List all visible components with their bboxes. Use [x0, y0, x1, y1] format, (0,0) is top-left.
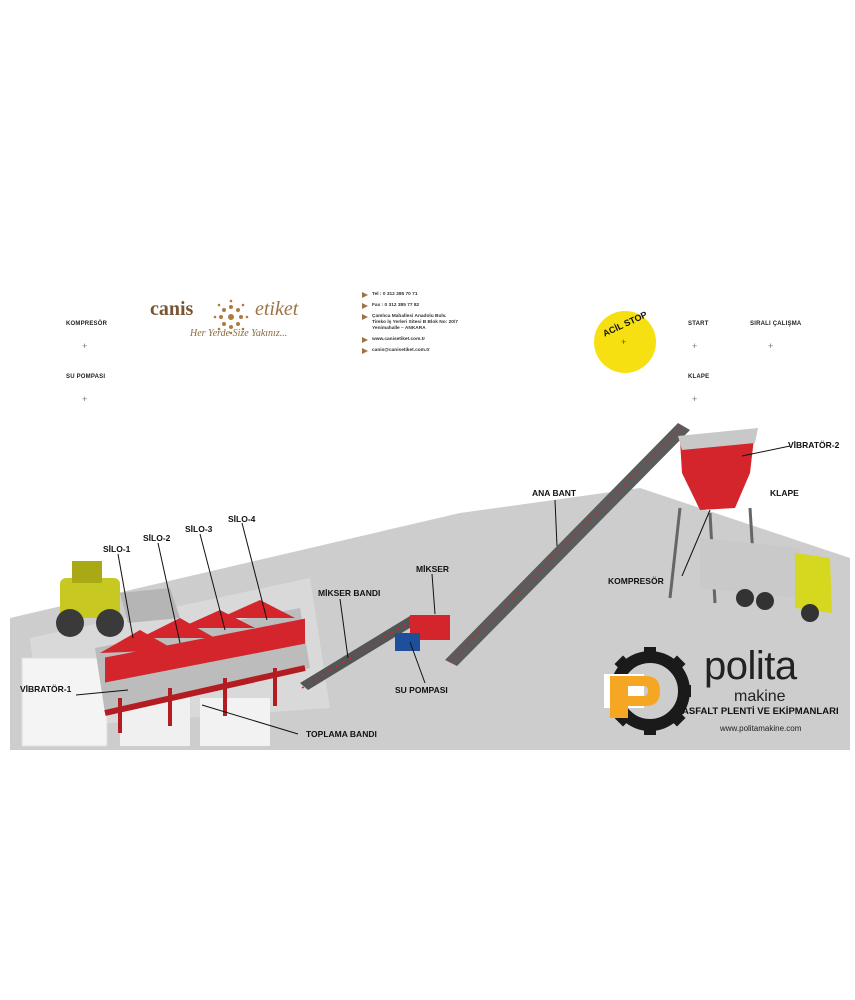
silo-unit: [95, 600, 310, 733]
emergency-stop-button[interactable]: ACİL STOP +: [594, 309, 656, 373]
sirali-calisma-button[interactable]: +: [768, 341, 774, 351]
mixer: [395, 615, 450, 651]
canis-logo-etiket: etiket: [255, 298, 299, 320]
callout-kompresor: KOMPRESÖR: [608, 576, 664, 586]
canis-logo-name: canis: [150, 298, 194, 320]
polita-url: www.politamakine.com: [720, 724, 802, 733]
contact-address: Çamlıca Mahallesi Anadolu Bulv.Timko İş …: [360, 314, 510, 332]
contact-email: canis@canisetiket.com.tr: [360, 348, 510, 354]
canis-slogan: Her Yerde Size Yakınız...: [190, 328, 288, 339]
canis-flower-icon: [213, 299, 249, 335]
polita-makine: makine: [734, 688, 786, 705]
arrow-icon: [362, 337, 368, 343]
callout-ana-bant: ANA BANT: [532, 488, 577, 498]
callout-mikser: MİKSER: [416, 564, 450, 574]
klape-button[interactable]: +: [692, 394, 698, 404]
callout-vibrator-2: VİBRATÖR-2: [788, 440, 840, 450]
polita-gear-icon: [604, 647, 691, 735]
control-label-su-pompasi: SU POMPASI: [66, 374, 106, 380]
contact-web: www.canisetiket.com.tr: [360, 337, 510, 343]
callout-silo-3: SİLO-3: [185, 524, 213, 534]
emergency-stop-plus: +: [621, 337, 627, 347]
callout-vibrator-1: VİBRATÖR-1: [20, 684, 72, 694]
callout-silo-4: SİLO-4: [228, 514, 256, 524]
main-belt: [445, 423, 690, 666]
callout-silo-1: SİLO-1: [103, 544, 131, 554]
wheel-loader: [56, 561, 180, 637]
callout-silo-2: SİLO-2: [143, 533, 171, 543]
start-button[interactable]: +: [692, 341, 698, 351]
polita-brand: polita: [704, 644, 797, 688]
callout-klape: KLAPE: [770, 488, 799, 498]
arrow-icon: [362, 348, 368, 354]
callout-su-pompasi: SU POMPASI: [395, 685, 448, 695]
leader-lines: [75, 445, 791, 735]
polita-tagline: ASFALT PLENTİ VE EKİPMANLARI: [682, 706, 839, 717]
contact-fax: Fax : 0 312 385 77 82: [360, 303, 510, 309]
control-label-kompresor: KOMPRESÖR: [66, 321, 108, 327]
callout-mikser-bandi: MİKSER BANDI: [318, 588, 381, 598]
dump-truck: [700, 538, 832, 622]
kompresor-button[interactable]: +: [82, 341, 88, 351]
control-panel: KOMPRESÖR + SU POMPASI + START + SIRALI …: [10, 258, 850, 750]
control-label-klape: KLAPE: [688, 374, 710, 380]
arrow-icon: [362, 292, 368, 298]
canis-logo: canis etiket Her Yerde Size Yakınız...: [150, 298, 350, 358]
callout-toplama-bandi: TOPLAMA BANDI: [306, 729, 377, 739]
control-label-start: START: [688, 321, 709, 327]
arrow-icon: [362, 303, 368, 309]
arrow-icon: [362, 314, 368, 320]
contact-tel: Tel : 0 312 385 70 71: [360, 292, 510, 298]
su-pompasi-button[interactable]: +: [82, 394, 88, 404]
polita-logo: polita makine ASFALT PLENTİ VE EKİPMANLA…: [602, 642, 842, 750]
contact-info: Tel : 0 312 385 70 71 Fax : 0 312 385 77…: [360, 292, 510, 359]
control-label-sirali-calisma: SIRALI ÇALIŞMA: [750, 321, 802, 327]
